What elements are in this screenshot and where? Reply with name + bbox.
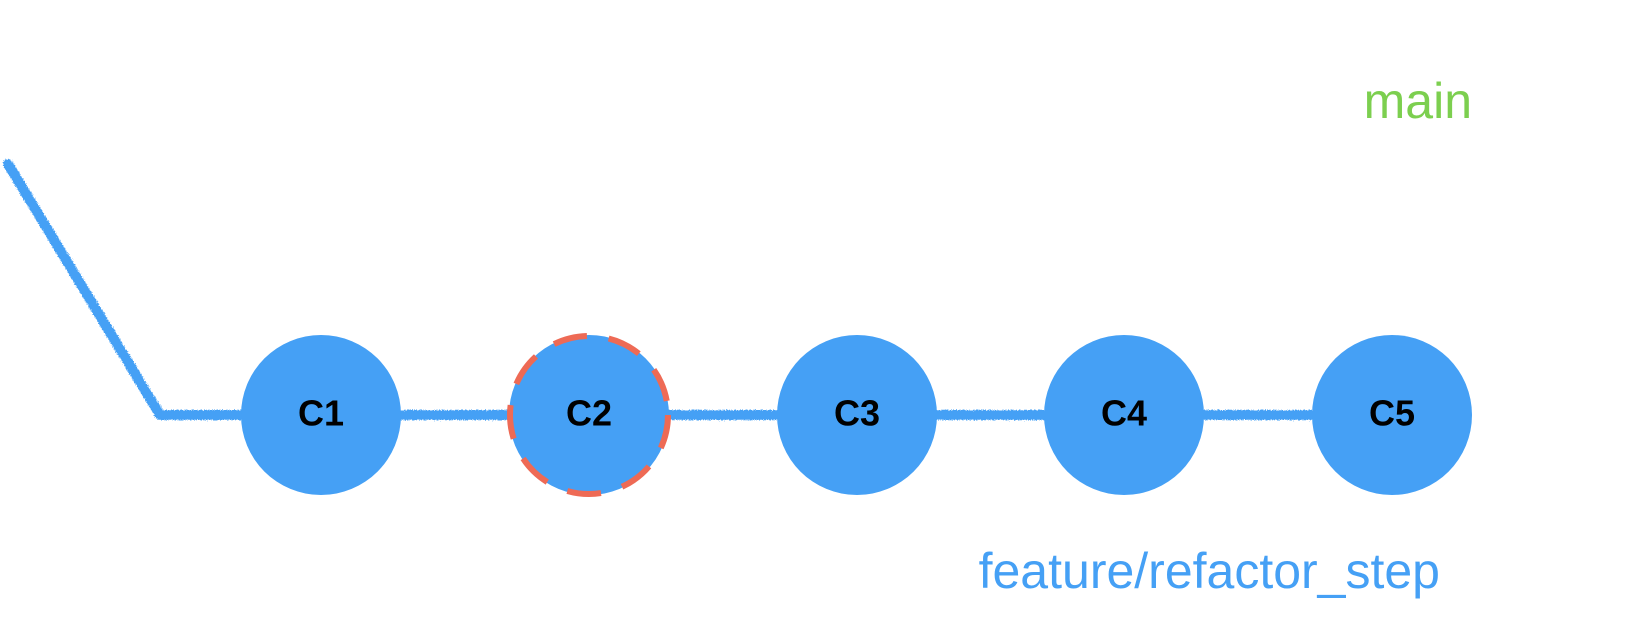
commit-label-c5: C5 [1369,393,1415,434]
commit-node: C4 [1044,335,1204,495]
feature-branch-label: feature/refactor_step [979,543,1440,599]
commit-node: C5 [1312,335,1472,495]
commit-node: C1 [241,335,401,495]
commit-label-c1: C1 [298,393,344,434]
feature-branch-line [3,159,1335,420]
commit-node-highlighted: C2 [507,333,671,497]
main-branch-label: main [1364,73,1472,129]
commit-label-c2: C2 [566,393,612,434]
commit-label-c4: C4 [1101,393,1147,434]
commit-node: C3 [777,335,937,495]
highlight-dashed-ring [507,333,671,497]
commit-label-c3: C3 [834,393,880,434]
